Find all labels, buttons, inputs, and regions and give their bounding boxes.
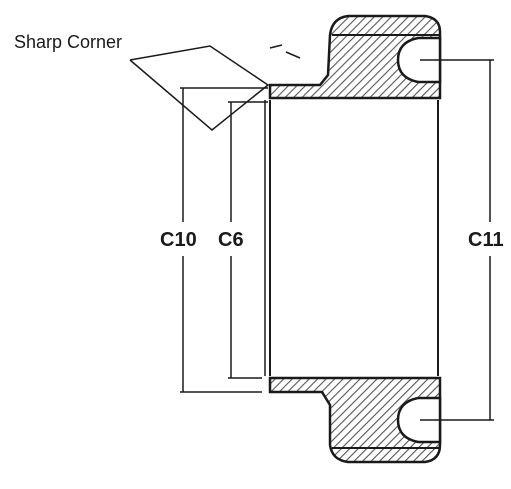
bottom-o-ring-groove	[396, 396, 442, 444]
bore	[264, 100, 439, 376]
bottom-section	[268, 376, 442, 464]
callout-leader-lines	[129, 45, 270, 131]
sharp-corner-label: Sharp Corner	[14, 32, 122, 52]
c11-label: C11	[468, 229, 504, 251]
radius-mark	[269, 44, 301, 59]
dimension-c11: C11	[420, 59, 504, 421]
top-o-ring-groove	[396, 36, 442, 84]
c6-label: C6	[218, 229, 244, 251]
dimension-c10: C10	[160, 87, 268, 393]
sharp-corner-callout: Sharp Corner	[14, 32, 301, 131]
bottom-section-body	[268, 376, 442, 464]
top-section	[268, 14, 442, 100]
top-section-body	[268, 14, 442, 100]
dimension-c6: C6	[218, 101, 268, 379]
c10-label: C10	[160, 229, 197, 251]
